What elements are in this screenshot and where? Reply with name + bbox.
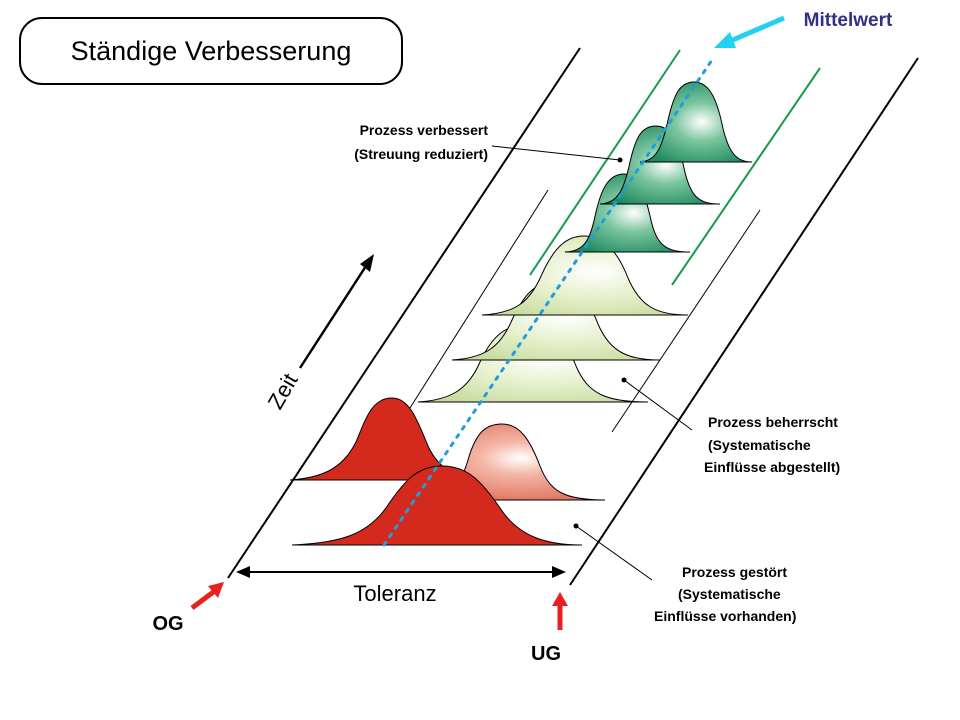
distribution-disturbed-front (291, 465, 583, 546)
distribution-improved-1 (564, 173, 691, 253)
title-box (19, 17, 403, 85)
annotation-controlled-line-3: Einflüsse abgestellt) (704, 459, 840, 475)
ug-boundary-line (569, 57, 919, 586)
diagram-title: Ständige Verbesserung (71, 36, 352, 66)
ug-arrow (552, 592, 568, 630)
og-boundary-line (227, 47, 581, 579)
annotation-controlled-line-2: (Systematische (708, 437, 811, 453)
annotation-controlled: Prozess beherrscht (Systematische Einflü… (704, 414, 840, 475)
leader-dot-controlled (621, 377, 627, 383)
annotation-controlled-line-1: Prozess beherrscht (708, 414, 838, 430)
mean-arrow (714, 15, 785, 48)
distribution-improved-2 (599, 125, 721, 205)
leader-dot-disturbed (573, 523, 579, 529)
distribution-improved-3 (639, 81, 753, 163)
leader-dot-improved (617, 157, 623, 163)
tolerance-label: Toleranz (353, 581, 436, 606)
og-arrow (190, 582, 224, 610)
distribution-controlled-3 (481, 235, 689, 316)
control-line-right (611, 209, 761, 433)
mean-label: Mittelwert (804, 10, 893, 31)
annotation-improved: Prozess verbessert (Streuung reduziert) (354, 122, 488, 162)
annotation-disturbed-line-1: Prozess gestört (682, 564, 787, 580)
annotation-disturbed-line-3: Einflüsse vorhanden) (654, 608, 796, 624)
annotation-improved-line-1: Prozess verbessert (360, 122, 489, 138)
annotation-disturbed: Prozess gestört (Systematische Einflüsse… (654, 564, 796, 624)
tolerance-arrow (236, 566, 566, 578)
time-label: Zeit (263, 369, 303, 413)
leader-controlled (623, 379, 693, 431)
time-arrow (298, 254, 374, 369)
mean-line (382, 58, 714, 547)
improved-limit-left (529, 49, 681, 276)
leader-disturbed (575, 525, 653, 581)
improved-limit-right (671, 67, 821, 286)
og-label: OG (152, 613, 183, 635)
control-line-left (409, 189, 549, 409)
leader-improved (491, 145, 621, 161)
annotation-disturbed-line-2: (Systematische (678, 586, 781, 602)
annotation-improved-line-2: (Streuung reduziert) (354, 146, 488, 162)
ug-label: UG (531, 643, 561, 665)
